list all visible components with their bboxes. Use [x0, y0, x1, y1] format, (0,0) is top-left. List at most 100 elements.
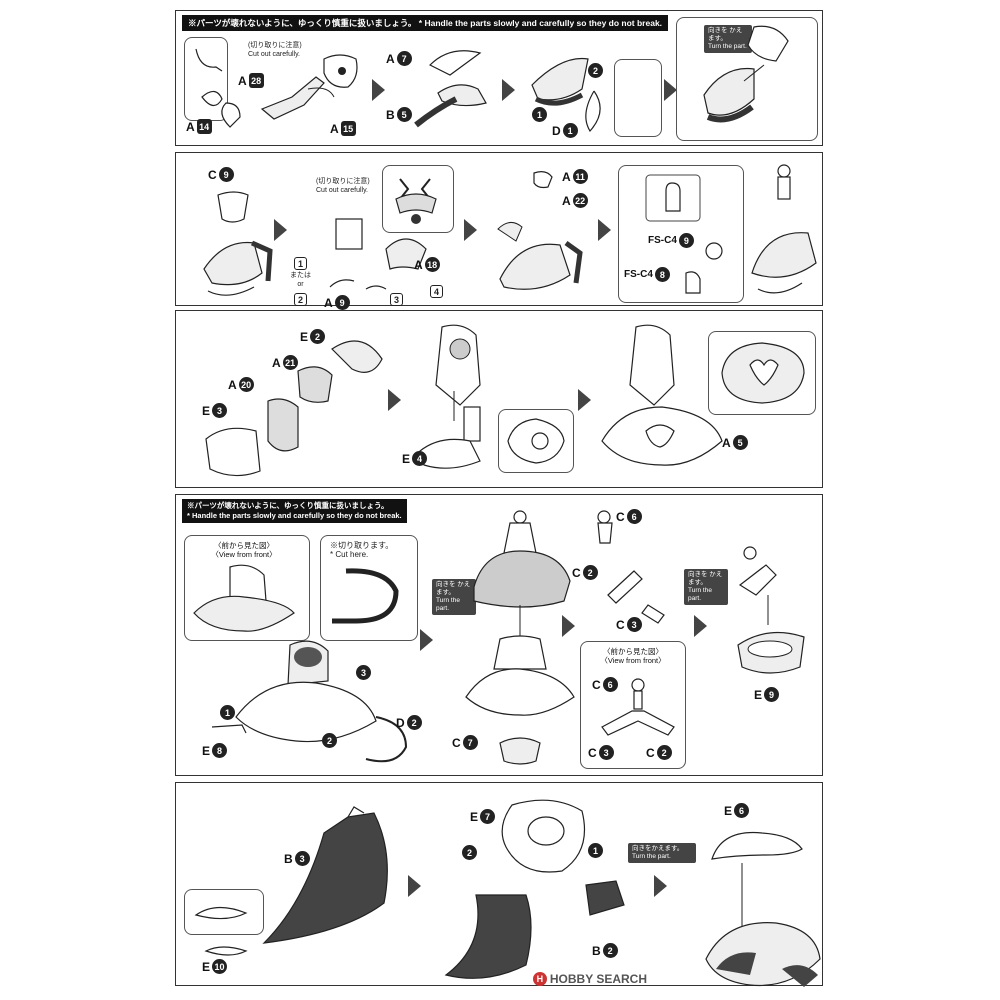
- step-marker-1: 1: [532, 107, 547, 122]
- part-letter: D: [552, 123, 561, 138]
- part-number: 3: [626, 617, 642, 632]
- part-letter: C: [616, 509, 625, 524]
- step-number: 3: [390, 293, 403, 306]
- step-marker-1: 1: [220, 705, 235, 720]
- part-number: 10: [212, 959, 228, 974]
- part-letter: C: [588, 745, 597, 760]
- next-step-arrow: [274, 219, 287, 241]
- turn-note-en: Turn the part.: [708, 43, 747, 50]
- part-letter: C: [646, 745, 655, 760]
- part-number: 3: [598, 745, 614, 760]
- part-letter: C: [616, 617, 625, 632]
- part-number: 20: [238, 377, 254, 392]
- cut-step-4: 4: [430, 285, 443, 298]
- part-letter: E: [202, 959, 211, 974]
- part-letter: B: [592, 943, 601, 958]
- part-sketch-c-front: [601, 678, 675, 736]
- step-number: 1: [294, 257, 307, 270]
- handle-notice: ※パーツが壊れないように、ゆっくり慎重に扱いましょう。 * Handle the…: [182, 15, 669, 31]
- turn-part-note: 向きを かえます。Turn the part.: [432, 579, 476, 615]
- step-number: 4: [430, 285, 443, 298]
- detail-box-side: [614, 59, 662, 137]
- part-number: 3: [212, 403, 228, 418]
- step-number: 1: [532, 107, 547, 122]
- view-front-label-2: 〈前から見た図〉 〈View from front〉: [588, 647, 678, 665]
- turn-part-note: 向きを かえます。Turn the part.: [704, 25, 752, 53]
- next-step-arrow: [502, 79, 515, 101]
- cut-callout-2: (切り取りに注意) Cut out carefully.: [316, 177, 370, 195]
- part-sketch-ribbon: [395, 178, 437, 224]
- part-number: 15: [340, 121, 356, 136]
- part-letter: C: [592, 677, 601, 692]
- footer-brand: H HOBBY SEARCH: [532, 972, 647, 986]
- part-sketch-view-front: [193, 564, 295, 632]
- part-number: 9: [678, 233, 694, 248]
- part-letter: FS-C4: [648, 235, 677, 246]
- part-sketch-fs-c4: [645, 174, 723, 294]
- step-number: 1: [588, 843, 603, 858]
- or-jp: または: [290, 272, 311, 279]
- notice-jp: ※パーツが壊れないように、ゆっくり慎重に扱いましょう。: [187, 501, 389, 510]
- brand-name: HOBBY SEARCH: [549, 972, 647, 986]
- cut-callout-jp: (切り取りに注意): [316, 178, 370, 185]
- part-sketch-d2-cut: [332, 568, 399, 624]
- part-sketch-e2-e3: [205, 340, 383, 477]
- part-sketch-a7-b5: [414, 50, 487, 128]
- panel-step-4: ※パーツが壊れないように、ゆっくり慎重に扱いましょう。 * Handle the…: [175, 494, 823, 776]
- part-number: 2: [582, 565, 598, 580]
- part-number: 9: [218, 167, 234, 182]
- part-sketch-a18: [329, 218, 427, 290]
- handle-notice-2: ※パーツが壊れないように、ゆっくり慎重に扱いましょう。 * Handle the…: [182, 499, 407, 523]
- part-number: 2: [406, 715, 422, 730]
- part-letter: B: [386, 107, 395, 122]
- part-sketch-a14: [195, 48, 241, 128]
- part-letter: E: [202, 743, 211, 758]
- part-sketch-a5-skirt: [601, 324, 723, 466]
- part-number: 6: [734, 803, 750, 818]
- part-sketch-a5-detail: [721, 342, 805, 404]
- view-front-jp: 〈前から見た図〉: [214, 541, 274, 550]
- cut-here-label: ※切り取ります。 * Cut here.: [330, 541, 393, 559]
- part-letter: E: [724, 803, 733, 818]
- view-front-en: 〈View from front〉: [211, 550, 277, 559]
- part-sketch-e4: [419, 324, 481, 469]
- part-sketch-c-joints: [597, 510, 665, 624]
- part-number: 7: [480, 809, 496, 824]
- next-step-arrow: [598, 219, 611, 241]
- part-sketch-e10: [194, 906, 248, 920]
- turn-note-en: Turn the part.: [688, 587, 712, 602]
- part-number: 7: [462, 735, 478, 750]
- part-number: 9: [334, 295, 350, 310]
- part-sketch-e6-final: [705, 831, 821, 987]
- part-letter: B: [284, 851, 293, 866]
- part-letter: A: [238, 73, 247, 88]
- turn-part-note-2: 向きをかえます。Turn the part.: [628, 843, 696, 863]
- part-number: 5: [396, 107, 412, 122]
- step-number: 2: [462, 845, 477, 860]
- part-number: 14: [196, 119, 212, 134]
- cut-step-3: 3: [390, 293, 403, 306]
- next-step-arrow: [372, 79, 385, 101]
- part-number: 1: [562, 123, 578, 138]
- part-letter: A: [722, 435, 731, 450]
- step-marker-1: 1: [588, 843, 603, 858]
- part-sketch-b3-cape: [262, 806, 388, 944]
- or-en: or: [297, 281, 304, 288]
- part-sketch-c9-body: [203, 191, 273, 296]
- notice-jp: ※パーツが壊れないように、ゆっくり慎重に扱いましょう。: [188, 18, 417, 28]
- instruction-sheet: ※パーツが壊れないように、ゆっくり慎重に扱いましょう。 * Handle the…: [175, 10, 823, 988]
